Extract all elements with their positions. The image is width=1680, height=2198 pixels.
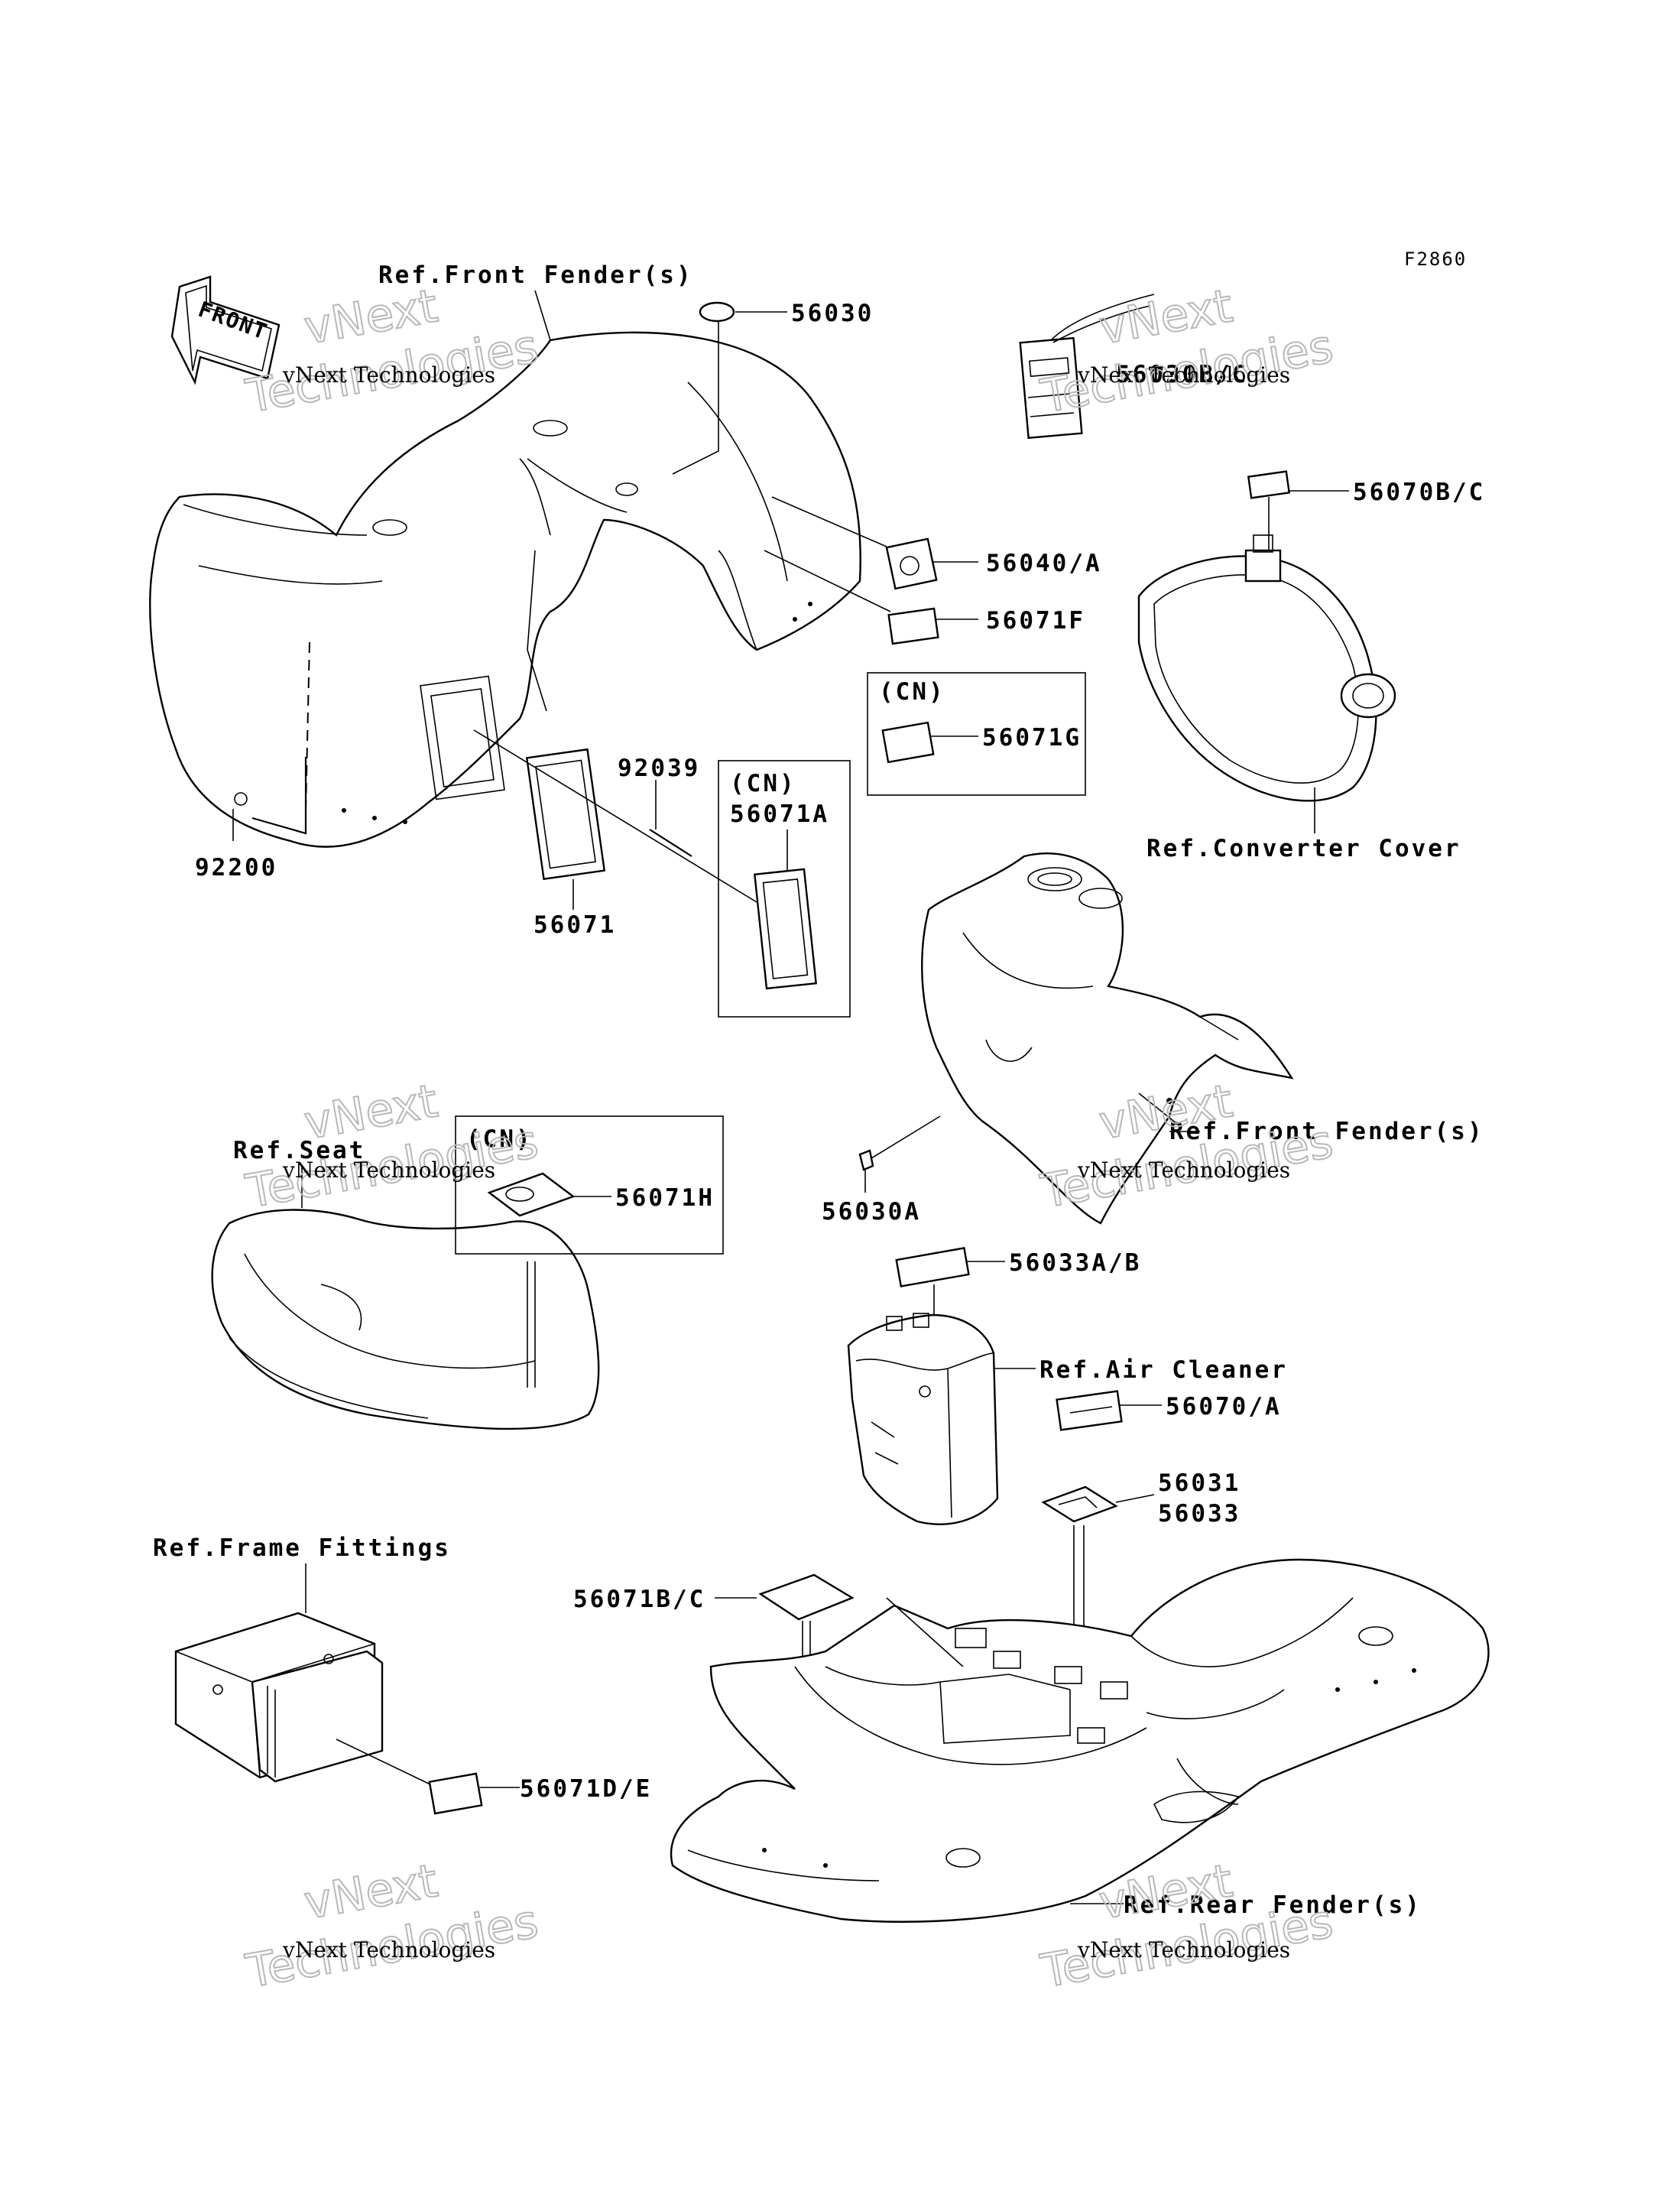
part-56071a-drawing [754, 868, 817, 990]
part-92039-drawing [649, 829, 692, 857]
part-56071de-label: 56071D/E [520, 1775, 652, 1803]
part-56030a-drawing [858, 1149, 874, 1171]
ref-seat: Ref.Seat [233, 1137, 365, 1164]
part-56040a-label: 56040/A [986, 550, 1102, 577]
converter-cover-drawing [1137, 534, 1396, 802]
part-56071g-drawing [881, 721, 935, 764]
part-56030-label: 56030 [791, 300, 874, 327]
cn-box-56071h-tag: (CN) [466, 1125, 533, 1153]
part-56071h-drawing [487, 1172, 576, 1217]
figure-code: F2860 [1404, 248, 1467, 270]
part-56031-label: 56031 [1158, 1469, 1241, 1497]
part-56071bc-drawing [758, 1573, 855, 1621]
svg-text:vNext Technologies: vNext Technologies [1077, 1157, 1290, 1183]
part-56071bc-label: 56071B/C [573, 1586, 705, 1613]
ref-frame-fittings: Ref.Frame Fittings [153, 1534, 451, 1562]
rear-fender-drawing [670, 1558, 1490, 1923]
cn-box-56071a [718, 760, 851, 1018]
part-56033-label: 56033 [1158, 1500, 1241, 1528]
svg-text:vNext Technologies: vNext Technologies [1077, 1937, 1290, 1963]
part-56030a-label: 56030A [822, 1198, 921, 1226]
ref-air-cleaner: Ref.Air Cleaner [1039, 1356, 1288, 1384]
part-56071-label: 56071 [534, 911, 616, 939]
part-56040a-drawing [885, 537, 938, 590]
ref-front-fender-mid: Ref.Front Fender(s) [1169, 1118, 1484, 1145]
frame-fittings-drawing [174, 1612, 384, 1783]
part-56033ab-drawing [895, 1247, 970, 1287]
svg-text:vNext Technologies: vNext Technologies [282, 1937, 495, 1963]
part-56071-drawing [525, 748, 606, 881]
part-56071de-drawing [428, 1772, 483, 1815]
part-56071h-label: 56071H [615, 1184, 715, 1212]
part-56033ab-label: 56033A/B [1009, 1249, 1141, 1277]
air-cleaner-drawing [847, 1313, 999, 1525]
svg-text:vNext Technologies: vNext Technologies [1077, 362, 1290, 388]
part-56071g-label: 56071G [982, 724, 1082, 752]
part-56030bc-drawing [1019, 294, 1155, 440]
cn-box-56071a-tag: (CN) [730, 770, 796, 797]
part-56070bc-drawing [1247, 470, 1291, 499]
front-arrow-icon: FRONT [170, 275, 281, 385]
part-56070a-label: 56070/A [1166, 1393, 1282, 1420]
ref-converter-cover: Ref.Converter Cover [1146, 835, 1461, 862]
cn-box-56071g [867, 672, 1086, 796]
seat-drawing [211, 1209, 600, 1430]
part-56071a-label: 56071A [730, 800, 829, 828]
ref-front-fender-top: Ref.Front Fender(s) [378, 261, 693, 289]
part-56030bc-label: 56030B/C [1116, 361, 1248, 388]
part-56030-drawing [699, 301, 735, 323]
part-92039-label: 92039 [618, 755, 700, 782]
part-56071f-label: 56071F [986, 607, 1085, 635]
ref-rear-fender: Ref.Rear Fender(s) [1124, 1891, 1422, 1919]
svg-text:vNext Technologies: vNext Technologies [282, 1157, 495, 1183]
part-56031-drawing [1041, 1485, 1118, 1523]
cn-box-56071h [455, 1115, 724, 1255]
front-fender-drawing [149, 331, 861, 848]
part-92200-label: 92200 [195, 854, 277, 881]
part-56071f-drawing [887, 607, 939, 645]
front-fender-mid-drawing [921, 852, 1294, 1225]
cn-box-56071g-tag: (CN) [879, 678, 945, 706]
svg-text:vNext Technologies: vNext Technologies [282, 362, 495, 388]
part-56070bc-label: 56070B/C [1353, 479, 1485, 506]
